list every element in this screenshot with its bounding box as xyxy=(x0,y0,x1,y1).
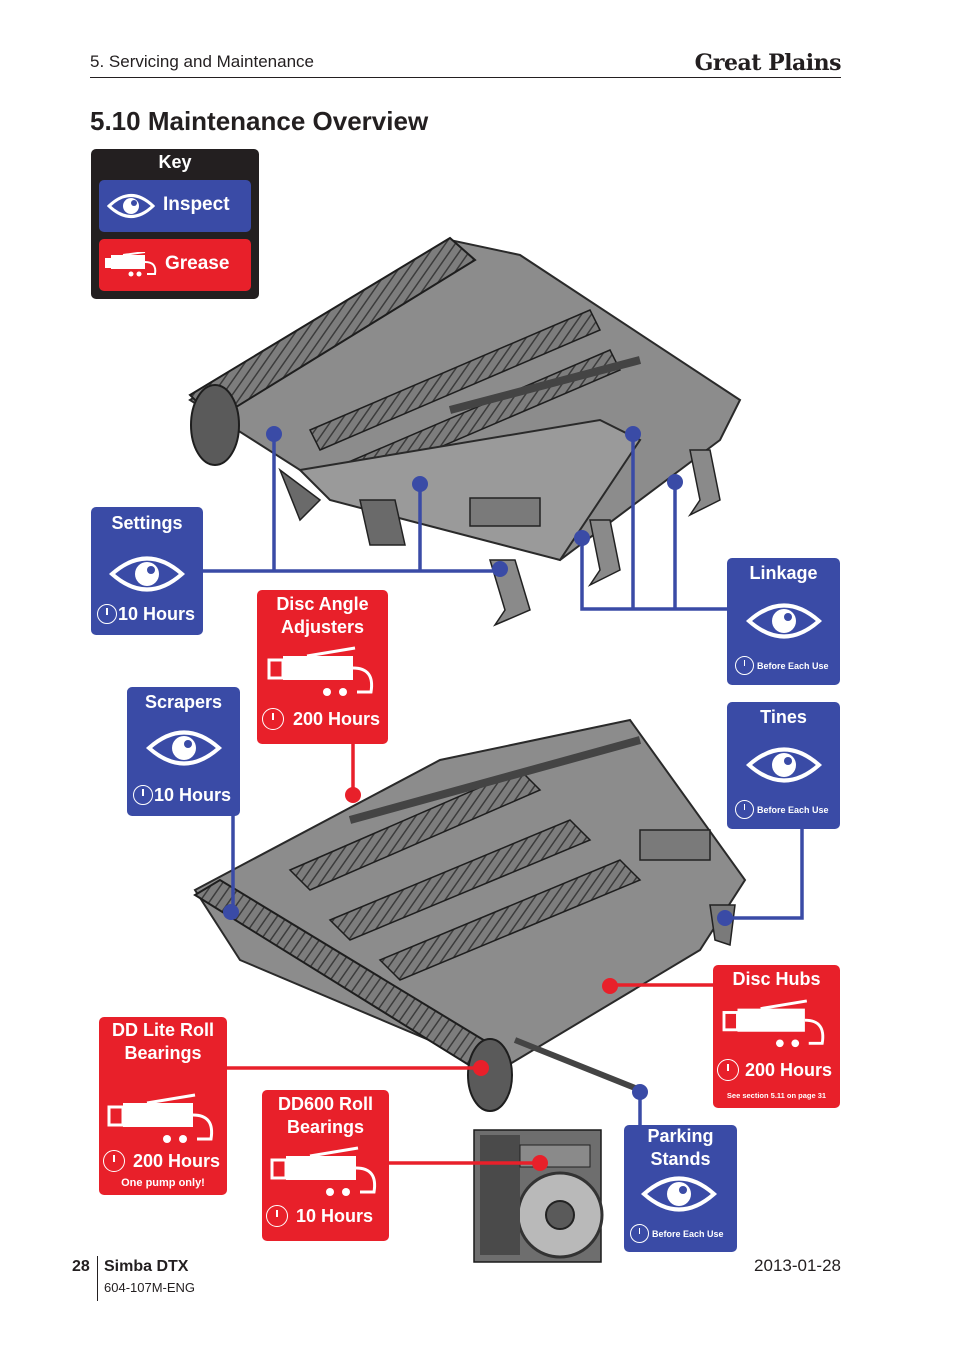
clock-icon xyxy=(262,708,284,730)
grease-gun-icon xyxy=(270,1146,377,1196)
eye-icon xyxy=(107,194,155,218)
dd-lite-interval: 200 Hours xyxy=(133,1151,221,1171)
key-title: Key xyxy=(158,152,192,172)
dd600-roll-bearings-box: DD600 Roll Bearings 10 Hours xyxy=(262,1090,389,1241)
lower-machine-illustration xyxy=(193,718,747,1112)
page-title: 5.10 Maintenance Overview xyxy=(90,106,429,136)
tines-title: Tines xyxy=(760,707,807,727)
scrapers-title: Scrapers xyxy=(144,692,223,712)
parking-stands-box: Parking Stands Before Each Use xyxy=(624,1125,737,1252)
clock-icon xyxy=(735,656,754,675)
clock-icon xyxy=(97,604,117,624)
disc-hubs-title: Disc Hubs xyxy=(732,969,821,989)
publication-date: 2013-01-28 xyxy=(754,1256,841,1275)
key-inspect-label: Inspect xyxy=(163,194,230,215)
disc-angle-adjusters-box: Disc Angle Adjusters 200 Hours xyxy=(257,590,388,744)
inspect-points xyxy=(223,426,733,1100)
key-grease: Grease xyxy=(99,239,251,291)
eye-icon xyxy=(745,747,823,783)
grease-gun-icon xyxy=(105,252,157,277)
clock-icon xyxy=(630,1224,649,1243)
grease-connectors xyxy=(227,744,713,1165)
clock-icon xyxy=(103,1150,125,1172)
clock-icon xyxy=(735,800,754,819)
disc-angle-title: Disc Angle Adjusters xyxy=(276,594,369,637)
section-heading: 5. Servicing and Maintenance xyxy=(90,52,314,71)
disc-hubs-interval: 200 Hours xyxy=(745,1060,833,1080)
key-grease-label: Grease xyxy=(165,253,230,274)
scrapers-box: Scrapers 10 Hours xyxy=(127,687,240,816)
grease-gun-icon xyxy=(107,1093,214,1143)
clock-icon xyxy=(133,785,153,805)
clock-icon xyxy=(717,1059,739,1081)
linkage-interval: Before Each Use xyxy=(757,661,829,671)
eye-icon xyxy=(145,730,223,766)
eye-icon xyxy=(640,1176,718,1212)
eye-icon xyxy=(745,603,823,639)
eye-icon xyxy=(109,556,185,592)
key-inspect: Inspect xyxy=(99,180,251,232)
header-rule xyxy=(90,77,841,78)
upper-machine-illustration xyxy=(188,236,742,627)
page-number: 28 xyxy=(72,1258,90,1275)
model-name: Simba DTX xyxy=(104,1258,189,1275)
key-legend: Key Inspect Grease xyxy=(91,149,259,299)
settings-box: Settings 10 Hours xyxy=(91,507,203,635)
tines-interval: Before Each Use xyxy=(757,805,829,815)
disc-angle-interval: 200 Hours xyxy=(293,709,381,729)
linkage-title: Linkage xyxy=(749,563,818,583)
parking-title: Parking Stands xyxy=(647,1126,714,1169)
disc-hubs-note: See section 5.11 on page 31 xyxy=(726,1091,827,1100)
grease-gun-icon xyxy=(267,646,374,696)
document-number: 604-107M-ENG xyxy=(104,1280,196,1295)
dd-lite-title: DD Lite Roll Bearings xyxy=(112,1020,214,1063)
grease-gun-icon xyxy=(722,999,825,1048)
clock-icon xyxy=(266,1205,288,1227)
footer-divider xyxy=(97,1256,98,1301)
parking-interval: Before Each Use xyxy=(652,1229,724,1239)
brand-logo: Great Plains xyxy=(694,50,842,76)
settings-interval: 10 Hours xyxy=(118,604,196,624)
scrapers-interval: 10 Hours xyxy=(154,785,232,805)
dd-lite-note: One pump only! xyxy=(121,1177,205,1189)
tines-box: Tines Before Each Use xyxy=(727,702,840,829)
dd600-interval: 10 Hours xyxy=(296,1206,374,1226)
disc-hubs-box: Disc Hubs 200 Hours See section 5.11 on … xyxy=(713,965,840,1108)
linkage-box: Linkage Before Each Use xyxy=(727,558,840,685)
dd-lite-roll-bearings-box: DD Lite Roll Bearings 200 Hours One pump… xyxy=(99,1017,227,1195)
grease-points xyxy=(345,787,618,1171)
roll-bearing-inset-photo xyxy=(473,1129,604,1263)
settings-title: Settings xyxy=(111,513,183,533)
dd600-title: DD600 Roll Bearings xyxy=(277,1094,374,1137)
